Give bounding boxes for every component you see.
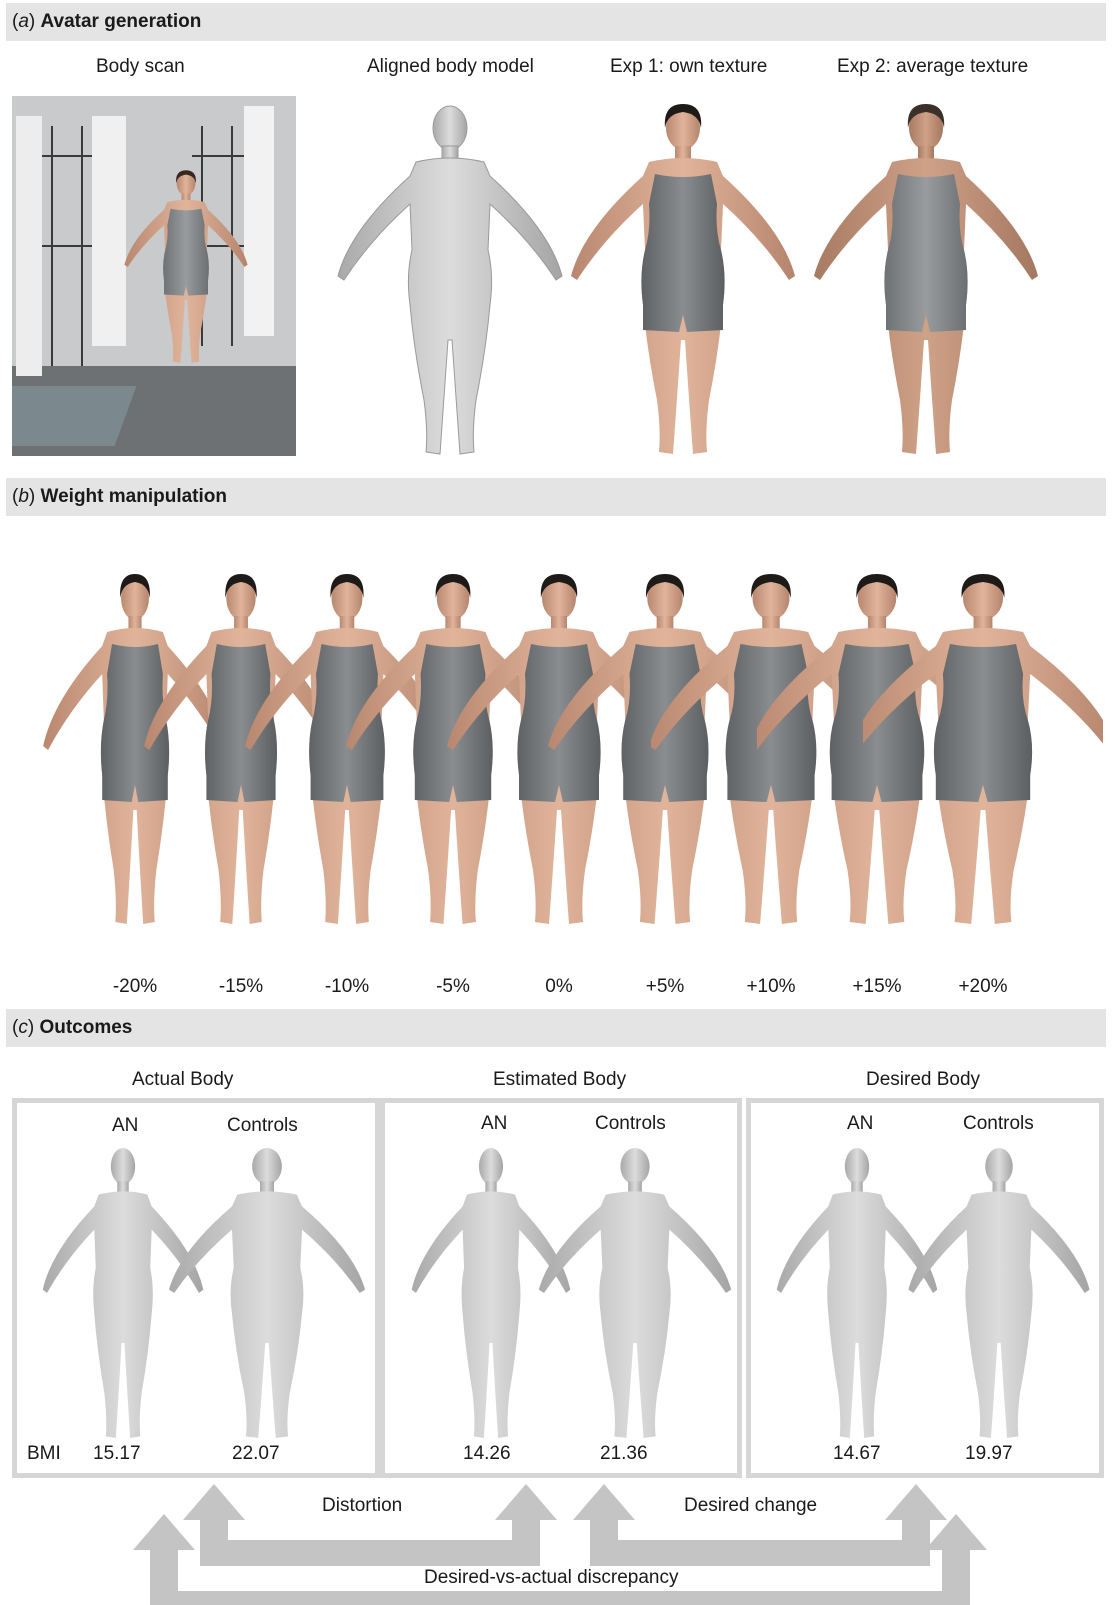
column-label-exp2: Exp 2: average texture (837, 56, 1028, 78)
discrepancy-label: Desired-vs-actual discrepancy (418, 1567, 685, 1589)
weight-label: +20% (953, 976, 1013, 998)
body-scan-photo (12, 96, 296, 456)
outcome-title-actual: Actual Body (132, 1069, 233, 1091)
section-title: Avatar generation (41, 11, 202, 32)
weight-label: -5% (423, 976, 483, 998)
weight-avatar (863, 530, 1103, 970)
weight-label: -10% (317, 976, 377, 998)
outcome-panel-estimated: AN Controls 14.26 21.36 (380, 1098, 742, 1478)
section-letter: a (18, 11, 29, 32)
group-label-controls: Controls (595, 1113, 666, 1135)
group-label-an: AN (847, 1113, 873, 1135)
aligned-body-model (330, 100, 570, 460)
controls-model-desired (899, 1143, 1099, 1443)
bmi-controls-desired: 19.97 (965, 1443, 1013, 1465)
distortion-label: Distortion (322, 1495, 402, 1517)
weight-label: +5% (635, 976, 695, 998)
column-label-aligned-model: Aligned body model (367, 56, 534, 78)
bmi-label: BMI (27, 1443, 61, 1465)
bmi-an-actual: 15.17 (93, 1443, 141, 1465)
desired-change-label: Desired change (684, 1495, 817, 1517)
column-label-exp1: Exp 1: own texture (610, 56, 767, 78)
weight-label: +10% (741, 976, 801, 998)
section-title: Outcomes (39, 1017, 132, 1038)
section-letter: c (18, 1017, 28, 1038)
bmi-controls-actual: 22.07 (232, 1443, 280, 1465)
group-label-controls: Controls (227, 1115, 298, 1137)
outcome-panel-actual: AN Controls BMI 15.17 22.07 (12, 1098, 380, 1478)
column-label-body-scan: Body scan (96, 56, 185, 78)
bmi-controls-estimated: 21.36 (600, 1443, 648, 1465)
weight-label: -15% (211, 976, 271, 998)
group-label-controls: Controls (963, 1113, 1034, 1135)
section-header-b: (b) Weight manipulation (6, 478, 1106, 516)
weight-label: 0% (529, 976, 589, 998)
bmi-an-estimated: 14.26 (463, 1443, 511, 1465)
outcome-title-estimated: Estimated Body (493, 1069, 626, 1091)
section-letter: b (18, 486, 29, 507)
section-header-a: (a) Avatar generation (6, 3, 1106, 41)
group-label-an: AN (481, 1113, 507, 1135)
section-title: Weight manipulation (41, 486, 227, 507)
avatar-own-texture (563, 100, 803, 460)
group-label-an: AN (112, 1115, 138, 1137)
weight-label: -20% (105, 976, 165, 998)
controls-model-estimated (535, 1143, 735, 1443)
avatar-average-texture (806, 100, 1046, 460)
outcome-panel-desired: AN Controls 14.67 19.97 (746, 1098, 1104, 1478)
outcome-title-desired: Desired Body (866, 1069, 980, 1091)
weight-label: +15% (847, 976, 907, 998)
section-header-c: (c) Outcomes (6, 1009, 1106, 1047)
bmi-an-desired: 14.67 (833, 1443, 881, 1465)
controls-model-actual (167, 1143, 367, 1443)
